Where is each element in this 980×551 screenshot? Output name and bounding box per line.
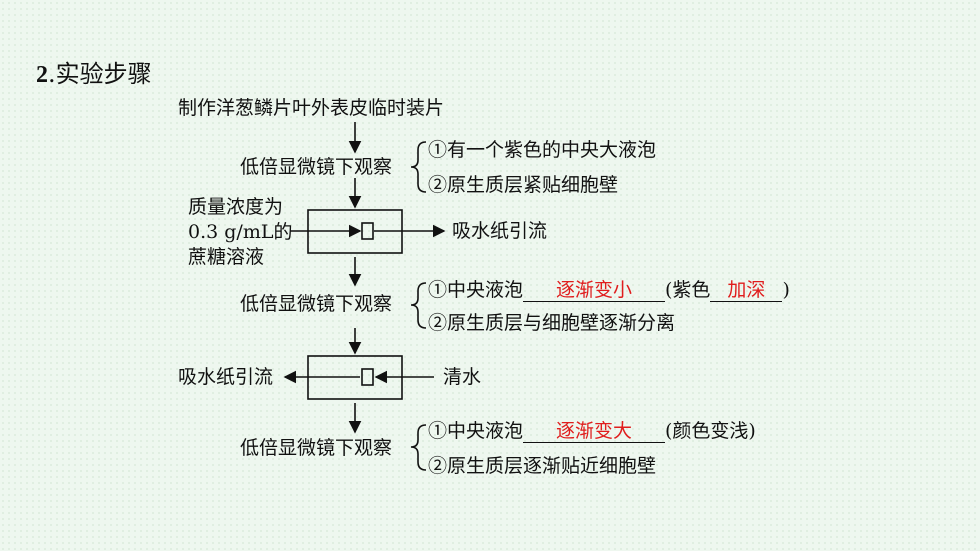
observe-label-1: 低倍显微镜下观察 — [240, 156, 393, 178]
obs2-answer-1: 逐渐变小 — [556, 279, 633, 301]
obs3-prefix: ①中央液泡 — [428, 420, 524, 442]
obs2-prefix: ①中央液泡 — [428, 279, 524, 301]
absorb-paper-label-2: 吸水纸引流 — [178, 366, 274, 388]
obs3-blank: 逐渐变大 — [523, 420, 666, 443]
obs3-item1: ①中央液泡 逐渐变大 (颜色变浅) — [428, 420, 756, 443]
coverslip-1 — [361, 222, 374, 240]
brace-1 — [410, 141, 427, 193]
obs2-item1: ①中央液泡 逐渐变小 (紫色加深) — [428, 279, 790, 302]
obs2-answer-2: 加深 — [727, 279, 766, 301]
observe-label-3: 低倍显微镜下观察 — [240, 437, 393, 459]
sucrose-line1: 质量浓度为 — [188, 196, 284, 218]
obs3-answer: 逐渐变大 — [556, 420, 633, 442]
section-title: 2.实验步骤 — [36, 60, 152, 89]
observe-label-2: 低倍显微镜下观察 — [240, 293, 393, 315]
obs2-suffix: ) — [782, 279, 790, 301]
sucrose-line2: 0.3 g/mL的 — [188, 221, 293, 243]
obs2-blank-2: 加深 — [710, 279, 783, 302]
brace-2 — [410, 282, 427, 329]
obs2-mid: (紫色 — [665, 279, 711, 301]
section-title-text: .实验步骤 — [48, 60, 152, 88]
obs3-suffix: (颜色变浅) — [665, 420, 756, 442]
brace-3 — [410, 424, 427, 471]
obs1-item2: ②原生质层紧贴细胞壁 — [428, 174, 619, 196]
step-prepare-slide: 制作洋葱鳞片叶外表皮临时装片 — [178, 97, 445, 119]
obs1-item1: ①有一个紫色的中央大液泡 — [428, 139, 657, 161]
obs3-item2: ②原生质层逐渐贴近细胞壁 — [428, 455, 657, 477]
absorb-paper-label-1: 吸水纸引流 — [452, 220, 548, 242]
sucrose-line3: 蔗糖溶液 — [188, 246, 265, 268]
clear-water-label: 清水 — [443, 366, 482, 388]
obs2-item2: ②原生质层与细胞壁逐渐分离 — [428, 312, 676, 334]
coverslip-2 — [361, 368, 374, 386]
section-title-number: 2 — [36, 62, 48, 88]
obs2-blank-1: 逐渐变小 — [523, 279, 666, 302]
